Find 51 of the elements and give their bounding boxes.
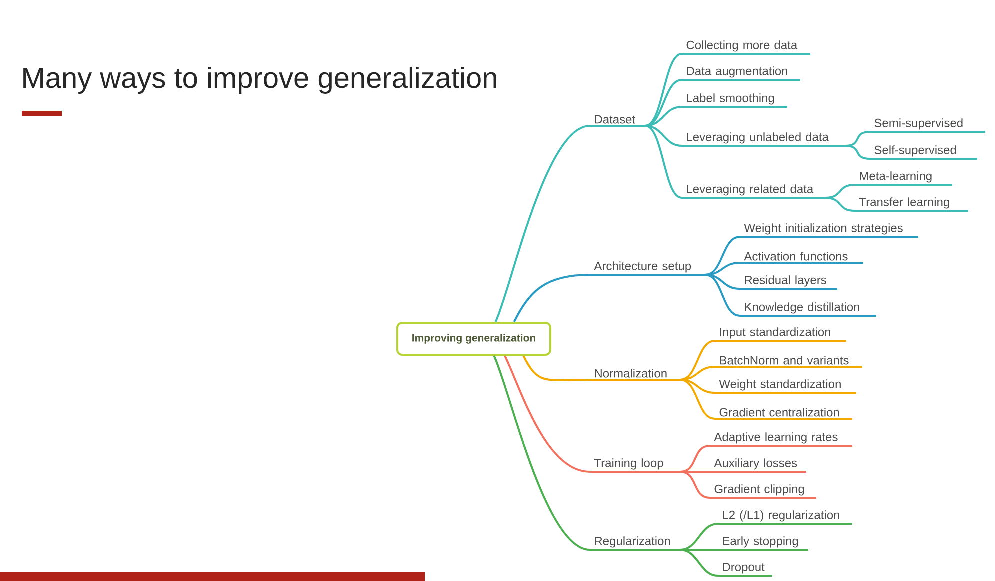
branch-line: [705, 274, 740, 290]
branch-label: Gradient clipping: [710, 484, 816, 499]
branch-line: [680, 445, 710, 473]
branch-label: Input standardization: [715, 328, 846, 342]
branch-label: Activation functions: [740, 252, 864, 264]
branch-label: Self-supervised: [870, 146, 978, 160]
branch-label: Dataset: [590, 115, 646, 127]
branch-label: Label smoothing: [682, 94, 788, 108]
branch-line: [680, 379, 716, 394]
branch-line: [504, 356, 590, 473]
branch-label: Regularization: [590, 536, 680, 551]
branch-line: [645, 53, 682, 127]
branch-line: [705, 236, 740, 276]
branch-label: Residual layers: [740, 276, 838, 290]
branch-label: Meta-learning: [855, 172, 952, 186]
branch-label: Data augmentation: [682, 66, 800, 81]
branch-line: [645, 125, 682, 199]
root-box: Improving generalization: [396, 322, 552, 356]
branch-line: [645, 79, 682, 127]
branch-line: [680, 471, 710, 499]
branch-line: [705, 274, 740, 317]
branch-line: [493, 356, 590, 551]
branch-line: [680, 549, 718, 577]
branch-label: Normalization: [590, 369, 680, 381]
branch-label: Leveraging unlabeled data: [682, 132, 846, 147]
branch-label: Gradient centralization: [715, 408, 852, 420]
branch-line: [845, 145, 870, 160]
branch-label: Collecting more data: [682, 40, 810, 55]
branch-line: [680, 379, 716, 420]
branch-label: Early stopping: [718, 536, 808, 551]
branch-line: [825, 197, 856, 212]
branch-line: [680, 340, 716, 381]
branch-line: [513, 274, 590, 322]
branch-label: Weight initialization strategies: [740, 224, 918, 238]
branch-label: Dropout: [718, 563, 772, 577]
branch-label: Transfer learning: [855, 198, 968, 212]
branch-label: L2 (/L1) regularization: [718, 510, 852, 525]
branch-label: BatchNorm and variants: [715, 356, 862, 368]
slide-title: Many ways to improve generalization: [24, 66, 496, 94]
branch-label: Leveraging related data: [682, 184, 826, 199]
branch-line: [680, 523, 718, 551]
branch-line: [645, 125, 682, 147]
branch-line: [522, 356, 590, 382]
branch-label: Auxiliary losses: [710, 458, 806, 473]
branch-label: Training loop: [590, 458, 680, 473]
branch-label: Architecture setup: [590, 262, 706, 276]
branch-label: Weight standardization: [715, 380, 856, 394]
branch-label: Semi-supervised: [870, 118, 986, 133]
branch-label: Knowledge distillation: [740, 302, 876, 317]
branch-label: Adaptive learning rates: [710, 432, 852, 447]
branch-line: [494, 125, 590, 322]
